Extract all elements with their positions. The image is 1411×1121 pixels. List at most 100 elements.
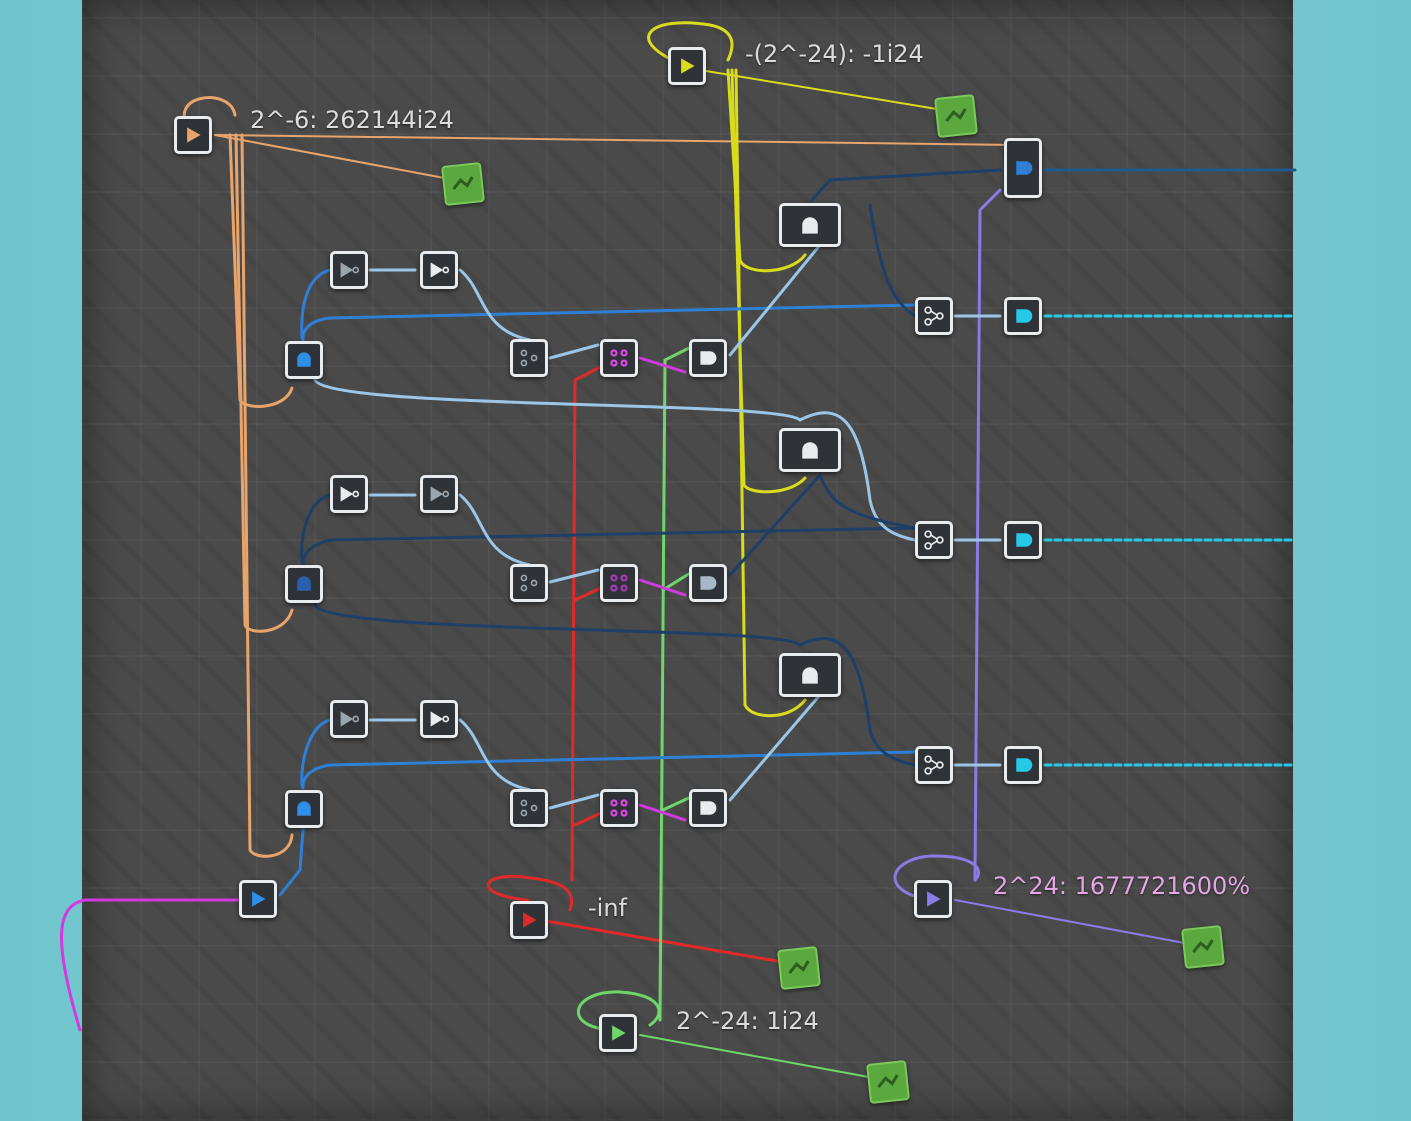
four-dots-icon — [520, 799, 538, 817]
wire-yellow — [647, 21, 734, 68]
splitter-node-row2[interactable] — [915, 521, 953, 559]
wire-blue — [300, 268, 332, 340]
wire-navy — [301, 526, 917, 567]
wire-navy — [798, 636, 917, 767]
purple-timer-node[interactable] — [914, 880, 952, 918]
arrow-half-circle-icon — [297, 352, 311, 367]
wire-light-blue — [458, 493, 532, 567]
and-gate-node-row2[interactable] — [779, 428, 841, 472]
arrow-half-circle-icon — [1016, 161, 1033, 175]
wire-light-blue — [458, 718, 532, 792]
wire-blue — [300, 718, 332, 788]
sticker-icon[interactable] — [934, 94, 978, 138]
and-gate-icon — [802, 667, 818, 684]
wire-light-blue — [548, 793, 600, 810]
wire-light-blue — [728, 243, 822, 357]
wire-light-blue — [728, 693, 822, 802]
wire-orange — [234, 133, 294, 633]
input-node-row1[interactable] — [1004, 297, 1042, 335]
emitter-node[interactable] — [420, 475, 458, 513]
wire-yellow — [730, 68, 807, 494]
emitter-icon — [430, 262, 450, 278]
purple-timer-label: 2^24: 1677721600% — [993, 872, 1251, 900]
wire-purple — [973, 188, 1002, 882]
wire-yellow — [726, 68, 807, 273]
input-node-top[interactable] — [1004, 138, 1042, 198]
gate-icon — [700, 576, 717, 590]
gate-node[interactable] — [689, 339, 727, 377]
yellow-timer-node[interactable] — [668, 47, 706, 85]
arrow-half-circle-icon — [1016, 533, 1033, 547]
play-triangle-icon — [681, 58, 695, 74]
four-dots-icon — [520, 574, 538, 592]
wire-blue — [301, 750, 917, 790]
wire-orange — [214, 134, 456, 181]
sticker-icon — [945, 108, 967, 122]
splitter-node-row1[interactable] — [915, 297, 953, 335]
play-triangle-icon — [252, 891, 266, 907]
blue-timer-node[interactable] — [239, 880, 277, 918]
play-triangle-icon — [927, 891, 941, 907]
input-node-row3[interactable] — [1004, 746, 1042, 784]
emitter-node[interactable] — [330, 251, 368, 289]
wire-light-blue — [458, 268, 532, 342]
emitter-node[interactable] — [330, 700, 368, 738]
wire-red — [487, 875, 574, 912]
sticker-icon[interactable] — [777, 946, 821, 990]
wire-light-blue — [818, 473, 917, 530]
wire-blue — [278, 828, 305, 897]
emitter-node[interactable] — [330, 475, 368, 513]
orange-timer-node[interactable] — [174, 116, 212, 154]
emitter-icon — [430, 711, 450, 727]
emitter-node[interactable] — [420, 700, 458, 738]
wire-orange — [214, 134, 1021, 146]
gate-node[interactable] — [689, 564, 727, 602]
green-timer-label: 2^-24: 1i24 — [676, 1007, 819, 1035]
wire-light-blue — [313, 378, 802, 422]
play-triangle-icon — [187, 127, 201, 143]
sticker-icon — [452, 176, 474, 190]
green-timer-node[interactable] — [599, 1014, 637, 1052]
four-dots-icon — [610, 574, 628, 592]
and-gate-node-row3[interactable] — [779, 653, 841, 697]
sticker-icon[interactable] — [866, 1060, 910, 1104]
emitter-node[interactable] — [420, 251, 458, 289]
wire-magenta — [638, 803, 687, 822]
wire-light-blue — [728, 473, 822, 577]
counter-node[interactable] — [600, 564, 638, 602]
wire-light-blue — [798, 411, 917, 542]
input-node-row2[interactable] — [1004, 521, 1042, 559]
input-node[interactable] — [285, 341, 323, 379]
four-dots-icon — [520, 349, 538, 367]
wire-magenta — [638, 578, 687, 597]
counter-node[interactable] — [600, 339, 638, 377]
gate-node[interactable] — [689, 789, 727, 827]
wire-navy — [300, 493, 332, 564]
and-gate-icon — [802, 217, 818, 234]
counter-node[interactable] — [600, 789, 638, 827]
play-triangle-icon — [612, 1025, 626, 1041]
orange-timer-label: 2^-6: 262144i24 — [250, 106, 454, 134]
counter-node[interactable] — [510, 564, 548, 602]
emitter-icon — [430, 486, 450, 502]
four-dots-icon — [610, 349, 628, 367]
input-node[interactable] — [285, 790, 323, 828]
sticker-icon[interactable] — [441, 162, 485, 206]
wire-orange — [240, 133, 294, 858]
gate-icon — [700, 801, 717, 815]
counter-node[interactable] — [510, 789, 548, 827]
sticker-icon — [1192, 939, 1214, 953]
splitter-node-row3[interactable] — [915, 746, 953, 784]
sticker-icon[interactable] — [1181, 925, 1225, 969]
emitter-icon — [340, 711, 360, 727]
branch-icon — [924, 306, 944, 326]
counter-node[interactable] — [510, 339, 548, 377]
and-gate-node-row1[interactable] — [779, 203, 841, 247]
wire-magenta — [60, 898, 240, 1032]
input-node[interactable] — [285, 565, 323, 603]
sticker-icon — [788, 960, 810, 974]
wire-light-blue — [548, 343, 600, 360]
yellow-timer-label: -(2^-24): -1i24 — [745, 40, 924, 68]
play-triangle-icon — [523, 912, 537, 928]
red-timer-node[interactable] — [510, 901, 548, 939]
